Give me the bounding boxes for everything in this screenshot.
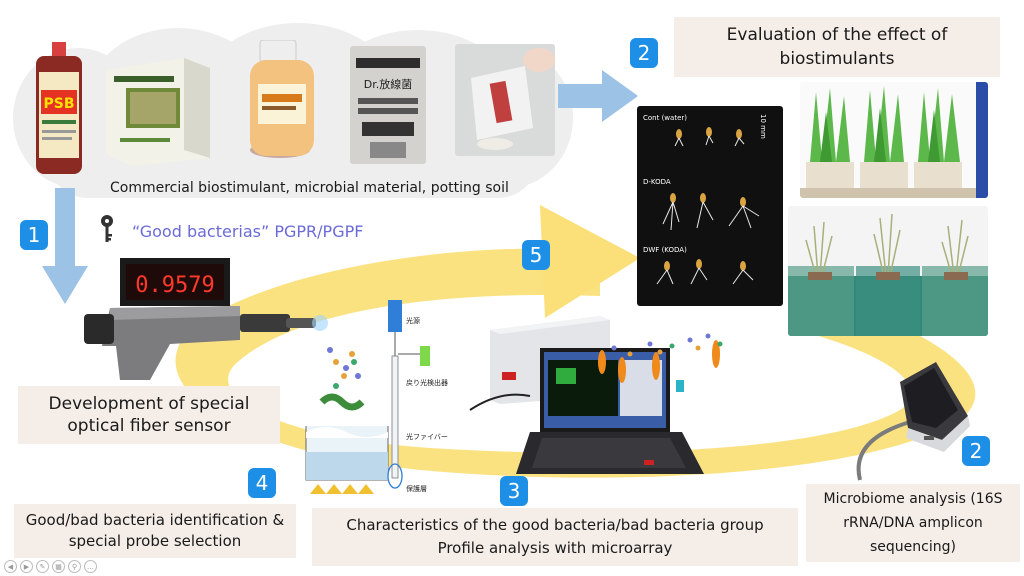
step-4-badge: 4: [248, 468, 276, 498]
microbiome-label: Microbiome analysis (16S rRNA/DNA amplic…: [806, 484, 1020, 562]
identification-label: Good/bad bacteria identification & speci…: [14, 504, 296, 558]
characteristics-line-2: Profile analysis with microarray: [437, 539, 673, 557]
sequencer-device: [846, 356, 976, 486]
nav-zoom-icon[interactable]: ⚲: [68, 560, 81, 573]
commercial-label: Commercial biostimulant, microbial mater…: [110, 180, 509, 196]
detector-label: 戻り光検出器: [406, 379, 448, 387]
seed-row3-label: DWF (KODA): [643, 246, 687, 254]
dr-actinomycete-text: Dr.放線菌: [364, 77, 412, 91]
good-bacteria-label: “Good bacterias” PGPR/PGPF: [132, 222, 364, 241]
light-source-label: 光源: [406, 317, 420, 325]
sensor-label: Development of special optical fiber sen…: [18, 386, 280, 444]
evaluation-label: Evaluation of the effect of biostimulant…: [674, 17, 1000, 77]
arrow-down-blue: [42, 188, 88, 304]
rice-pots-photo: [788, 206, 988, 336]
characteristics-label: Characteristics of the good bacteria/bad…: [312, 508, 798, 566]
nav-next-icon[interactable]: ▶: [20, 560, 33, 573]
trichoderma-box-image: [106, 58, 210, 166]
optical-sensor-device: 0.9579: [80, 250, 330, 390]
grass-trays-photo: [800, 82, 988, 198]
fiber-label: 光ファイバー: [406, 433, 448, 441]
step-2-badge-top: 2: [630, 38, 658, 68]
seed-row1-label: Cont (water): [643, 114, 687, 122]
seed-row2-label: D-KODA: [643, 178, 671, 186]
arrow-right-blue: [558, 70, 638, 122]
step-2-badge-bottom: 2: [962, 436, 990, 466]
key-icon: [98, 214, 116, 249]
psb-text: PSB: [43, 96, 74, 112]
microarray-scanner-laptop: [460, 300, 740, 480]
nav-prev-icon[interactable]: ◀: [4, 560, 17, 573]
actinomycete-bag-image: Dr.放線菌: [348, 46, 428, 164]
soil-bag-image: [455, 44, 555, 156]
protective-layer-label: 保護層: [406, 485, 427, 493]
bacillus-bottle-image: [240, 40, 338, 160]
seed-germination-photo: Cont (water) D-KODA DWF (KODA) 10 mm: [637, 106, 783, 306]
nav-more-icon[interactable]: …: [84, 560, 97, 573]
nav-pen-icon[interactable]: ✎: [36, 560, 49, 573]
step-1-badge: 1: [20, 220, 48, 250]
characteristics-line-1: Characteristics of the good bacteria/bad…: [346, 516, 764, 534]
nav-slides-icon[interactable]: ▦: [52, 560, 65, 573]
sensor-display-readout: 0.9579: [135, 273, 214, 298]
step-5-badge: 5: [522, 240, 550, 270]
step-3-badge: 3: [500, 476, 528, 506]
fiber-probe-diagram: 光源 戻り光検出器 光ファイバー 保護層: [296, 300, 496, 500]
psb-bottle-image: PSB: [30, 42, 88, 174]
